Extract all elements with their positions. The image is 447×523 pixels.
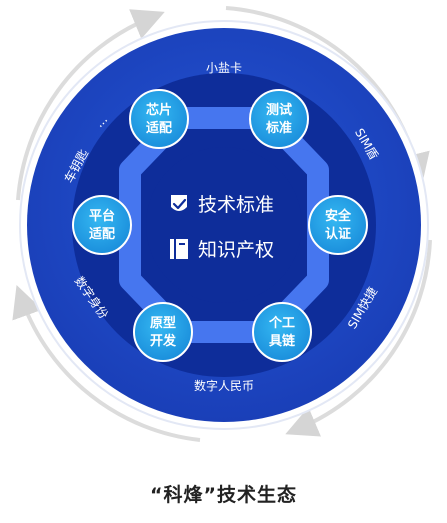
- arrow-top-left: [16, 9, 165, 201]
- node-test: 测试 标准: [249, 89, 309, 149]
- node-test-line1: 测试: [266, 102, 292, 118]
- node-prototype-line2: 开发: [150, 333, 177, 349]
- ring-label-bottom: 数字人民币: [194, 378, 254, 393]
- center-ip: 知识产权: [170, 239, 274, 261]
- node-platform: 平台 适配: [72, 195, 132, 255]
- center-standard: 技术标准: [171, 194, 274, 216]
- node-security-line1: 安全: [325, 208, 352, 224]
- center-ip-label: 知识产权: [198, 239, 274, 261]
- node-platform-line1: 平台: [89, 208, 115, 224]
- arrow-bottom-left: [12, 284, 201, 442]
- book-icon: [170, 239, 188, 259]
- node-toolchain: 个工 具链: [252, 302, 312, 362]
- node-chip-line1: 芯片: [146, 102, 172, 118]
- diagram-caption: “科烽”技术生态: [150, 484, 297, 506]
- node-toolchain-line2: 具链: [269, 333, 296, 349]
- node-chip-line2: 适配: [146, 120, 172, 136]
- shield-check-icon: [171, 195, 187, 211]
- node-security: 安全 认证: [308, 195, 368, 255]
- node-chip: 芯片 适配: [129, 89, 189, 149]
- node-toolchain-line1: 个工: [268, 315, 295, 331]
- arrow-bottom-right: [285, 239, 432, 437]
- ring-label-top: 小盐卡: [206, 61, 242, 75]
- node-security-line2: 认证: [325, 226, 351, 242]
- node-platform-line2: 适配: [89, 226, 115, 242]
- node-test-line2: 标准: [265, 120, 292, 136]
- node-prototype-line1: 原型: [150, 315, 176, 331]
- center-standard-label: 技术标准: [198, 194, 274, 216]
- node-prototype: 原型 开发: [133, 302, 193, 362]
